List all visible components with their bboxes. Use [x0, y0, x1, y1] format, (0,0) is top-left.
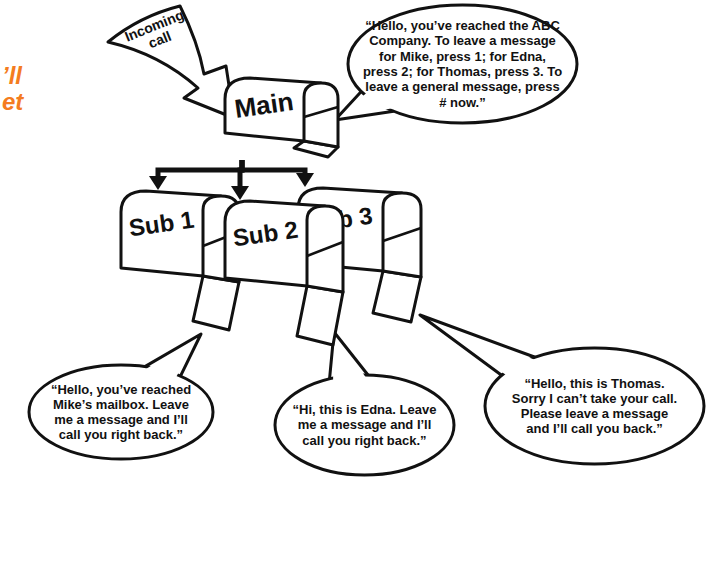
hierarchy-connector [242, 160, 314, 187]
bubble-tail [330, 332, 368, 379]
bubble-outline [29, 365, 213, 459]
bubble-tail [335, 92, 394, 120]
arrow-head [296, 173, 314, 187]
mailbox-slot [383, 228, 421, 241]
speech-bubble: “Hello, you’ve reached Mike’s mailbox. L… [26, 362, 216, 462]
mailbox-flap [373, 271, 421, 322]
mailbox-slot [307, 242, 343, 256]
main-mailbox: Main [222, 75, 342, 160]
incoming-call-arrow: Incoming call [100, 2, 240, 122]
sub-mailbox: Sub 2 [222, 198, 347, 348]
arrow-outline [108, 6, 234, 118]
greeting-text: “Hello, you’ve reached Mike’s mailbox. L… [46, 382, 196, 443]
greeting-text: “Hi, this is Edna. Leave me a message an… [290, 402, 440, 448]
speech-bubble-shape [482, 345, 707, 467]
bubble-tail [420, 315, 535, 375]
cropped-heading-text: et [2, 88, 23, 116]
mailbox-flap [193, 276, 239, 330]
mailbox-flap [297, 286, 343, 345]
bubble-tail-fill [142, 334, 201, 380]
mailbox-slot [304, 107, 338, 117]
arrow-head [149, 176, 167, 190]
hierarchy-connector [149, 160, 242, 190]
connector-line [158, 160, 242, 178]
bubble-outline [275, 375, 454, 475]
speech-bubble: “Hi, this is Edna. Leave me a message an… [272, 372, 457, 478]
connector-line [242, 160, 305, 175]
cropped-heading-text: ’ll [2, 62, 22, 90]
mailbox-front [304, 83, 338, 147]
speech-bubble: “Hello, you’ve reached the ABC Company. … [345, 2, 580, 126]
greeting-text: “Hello, this is Thomas. Sorry I can’t ta… [509, 376, 681, 437]
bubble-tail [145, 334, 201, 376]
greeting-text: “Hello, you’ve reached the ABC Company. … [363, 18, 563, 110]
bubble-tail-fill [420, 315, 541, 378]
mailbox-front [383, 193, 421, 277]
speech-bubble-shape [26, 362, 216, 462]
mailbox-front [307, 206, 343, 292]
speech-bubble: “Hello, this is Thomas. Sorry I can’t ta… [482, 345, 707, 467]
